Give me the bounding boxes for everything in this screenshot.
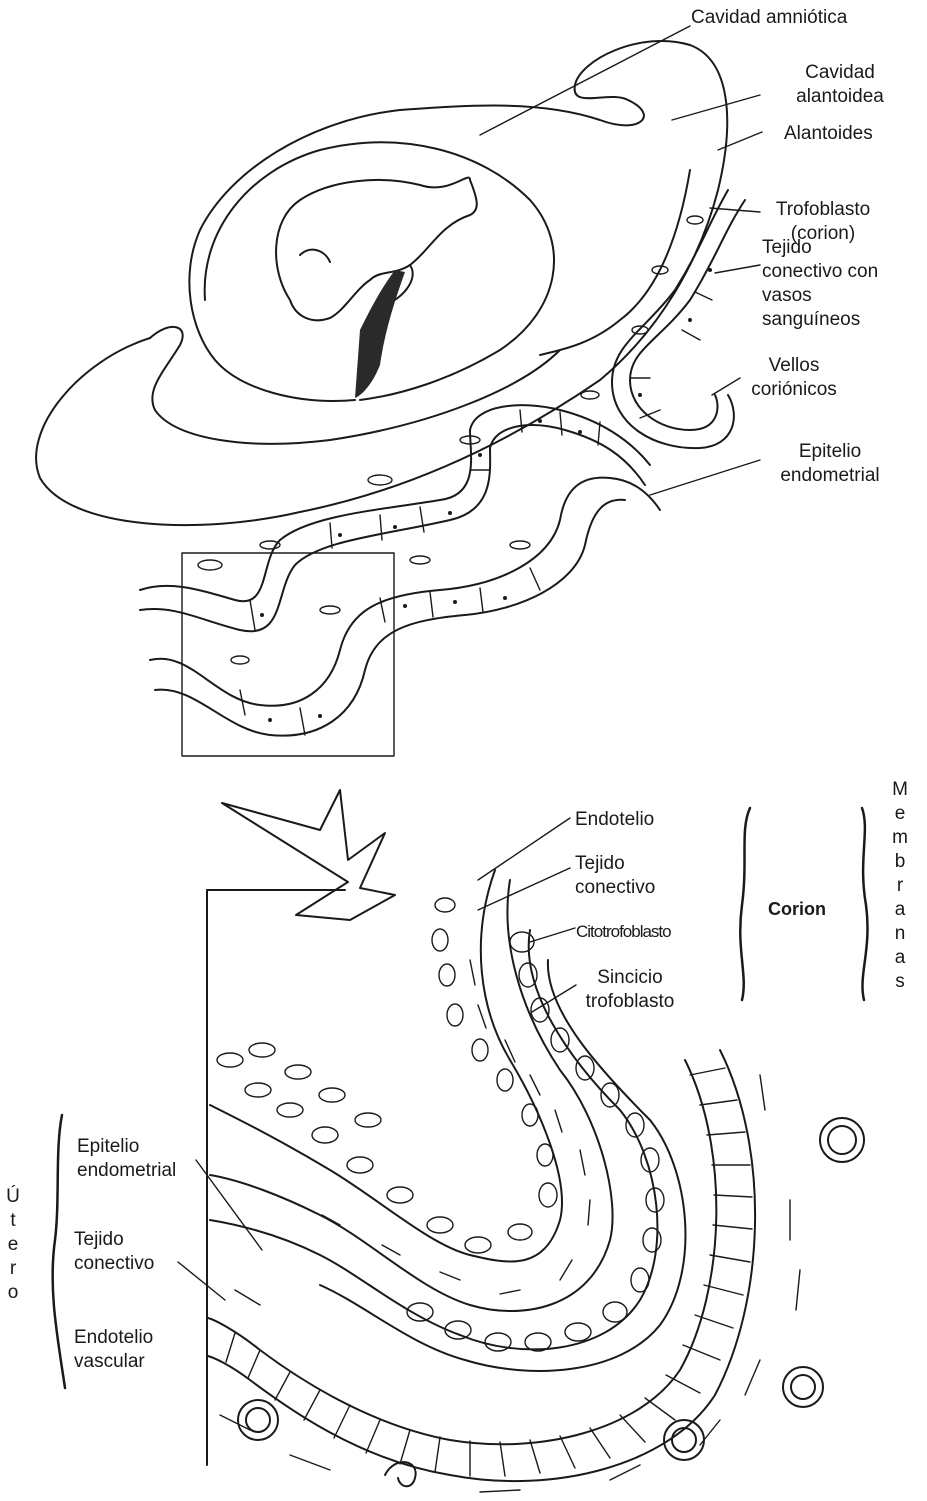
label-tejido-vasos: Tejido conectivo con vasos sanguíneos [762, 236, 878, 332]
label-tejido-conectivo-bottom: Tejido conectivo [74, 1228, 154, 1276]
blood-vessels [238, 1118, 864, 1486]
label-sincicio-trofoblasto: Sincicio trofoblasto [562, 966, 698, 1014]
label-cavidad-alantoidea: Cavidad alantoidea [770, 61, 910, 109]
label-epitelio-endometrial-top: Epitelio endometrial [755, 440, 905, 488]
label-tejido-conectivo-top: Tejido conectivo [575, 852, 655, 900]
label-alantoides: Alantoides [784, 122, 873, 146]
label-corion: Corion [768, 897, 826, 921]
label-cavidad-amniotica: Cavidad amniótica [691, 6, 847, 30]
label-endotelio-vascular: Endotelio vascular [74, 1326, 153, 1374]
label-endotelio: Endotelio [575, 808, 654, 832]
label-vellos-corionicos: Vellos coriónicos [735, 354, 853, 402]
label-citotrofoblasto: Citotrofoblasto [576, 920, 671, 944]
zoom-starburst-arrow [222, 790, 395, 920]
label-epitelio-endometrial-bottom: Epitelio endometrial [77, 1135, 176, 1183]
chorionic-villi-top [140, 190, 745, 736]
amniotic-sac-outline [36, 41, 727, 525]
magnified-villus [207, 870, 864, 1492]
zoom-region-box [182, 553, 394, 756]
